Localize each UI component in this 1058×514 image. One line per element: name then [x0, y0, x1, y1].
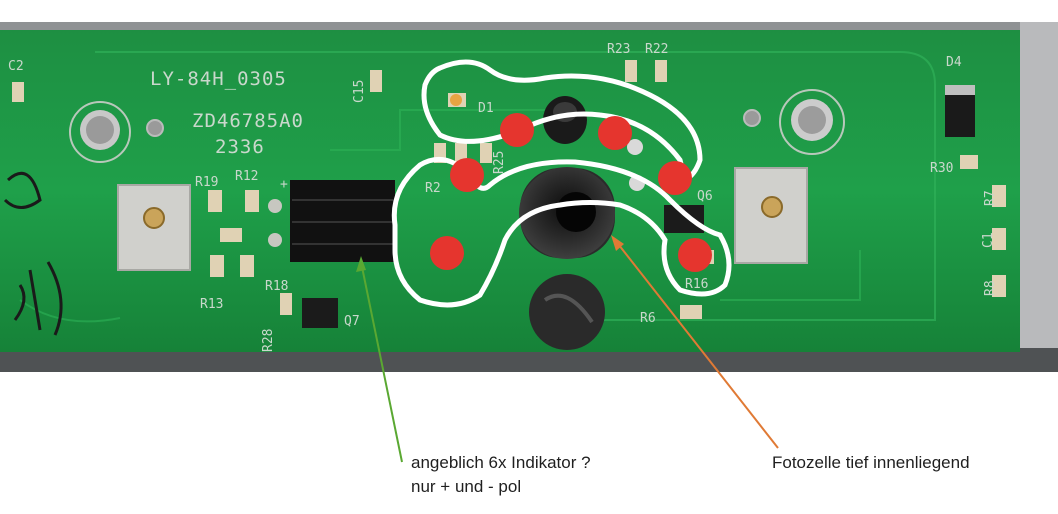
pad [627, 139, 643, 155]
mounting-hole [146, 119, 164, 137]
ref-r6: R6 [640, 311, 656, 326]
red-marker [500, 113, 534, 147]
pcb-trace [720, 250, 861, 301]
ref-c2: C2 [8, 59, 24, 74]
red-marker [598, 116, 632, 150]
transistor-q7 [302, 298, 338, 328]
lower-foam-cylinder [529, 274, 605, 350]
handwriting-mark [13, 261, 63, 336]
red-marker [430, 236, 464, 270]
arrow-green [356, 256, 403, 463]
ref-r30: R30 [930, 161, 953, 176]
transistor-q6 [664, 205, 704, 233]
pcb-trace [19, 299, 121, 323]
indicator-annotation-line2: nur + und - pol [411, 477, 522, 496]
outline-horseshoe [391, 156, 732, 308]
ref-c15: C15 [352, 80, 367, 103]
ref-plus: + [280, 177, 288, 192]
arrow-orange [611, 235, 779, 449]
ref-r12: R12 [235, 169, 258, 184]
ref-r22: R22 [645, 42, 668, 57]
handwriting-mark [3, 171, 42, 209]
indicator-annotation: angeblich 6x Indikator ? nur + und - pol [411, 451, 591, 499]
ref-r7: R7 [983, 190, 998, 206]
ref-r8: R8 [983, 280, 998, 296]
red-marker [678, 238, 712, 272]
ref-r25: R25 [492, 151, 507, 174]
ref-r2: R2 [425, 181, 441, 196]
pcb-trace-outline [95, 51, 936, 321]
smd-parts [12, 60, 1006, 319]
red-marker [450, 158, 484, 192]
ref-r18: R18 [265, 279, 288, 294]
pcb-code-label: ZD46785A0 [192, 110, 304, 132]
photocell-tube [519, 167, 615, 259]
ref-d4: D4 [946, 55, 962, 70]
red-marker [658, 161, 692, 195]
ref-r19: R19 [195, 175, 218, 190]
pcb-trace [330, 109, 560, 151]
indicator-component [268, 180, 395, 262]
pcb-date-label: 2336 [215, 136, 265, 158]
tactile-switch-left [117, 184, 191, 271]
diode-d4 [945, 85, 975, 137]
pcb-model-label: LY-84H_0305 [150, 68, 287, 90]
ref-r23: R23 [607, 42, 630, 57]
indicator-annotation-line1: angeblich 6x Indikator ? [411, 453, 591, 472]
ref-r13: R13 [200, 297, 223, 312]
ref-q6: Q6 [697, 189, 713, 204]
red-markers [430, 113, 712, 272]
ref-q7: Q7 [344, 314, 360, 329]
outline-upper-arc [421, 59, 703, 184]
ref-r28: R28 [261, 329, 276, 352]
screw-left [69, 101, 131, 163]
led-d1 [450, 94, 462, 106]
housing-right-strip [1020, 22, 1058, 372]
photocell-annotation: Fotozelle tief innenliegend [772, 453, 970, 472]
ref-d1: D1 [478, 101, 494, 116]
mounting-hole [743, 109, 761, 127]
ref-r16: R16 [685, 277, 708, 292]
screw-right [779, 89, 845, 155]
ref-c1: C1 [981, 232, 996, 248]
tactile-switch-right [734, 167, 808, 264]
